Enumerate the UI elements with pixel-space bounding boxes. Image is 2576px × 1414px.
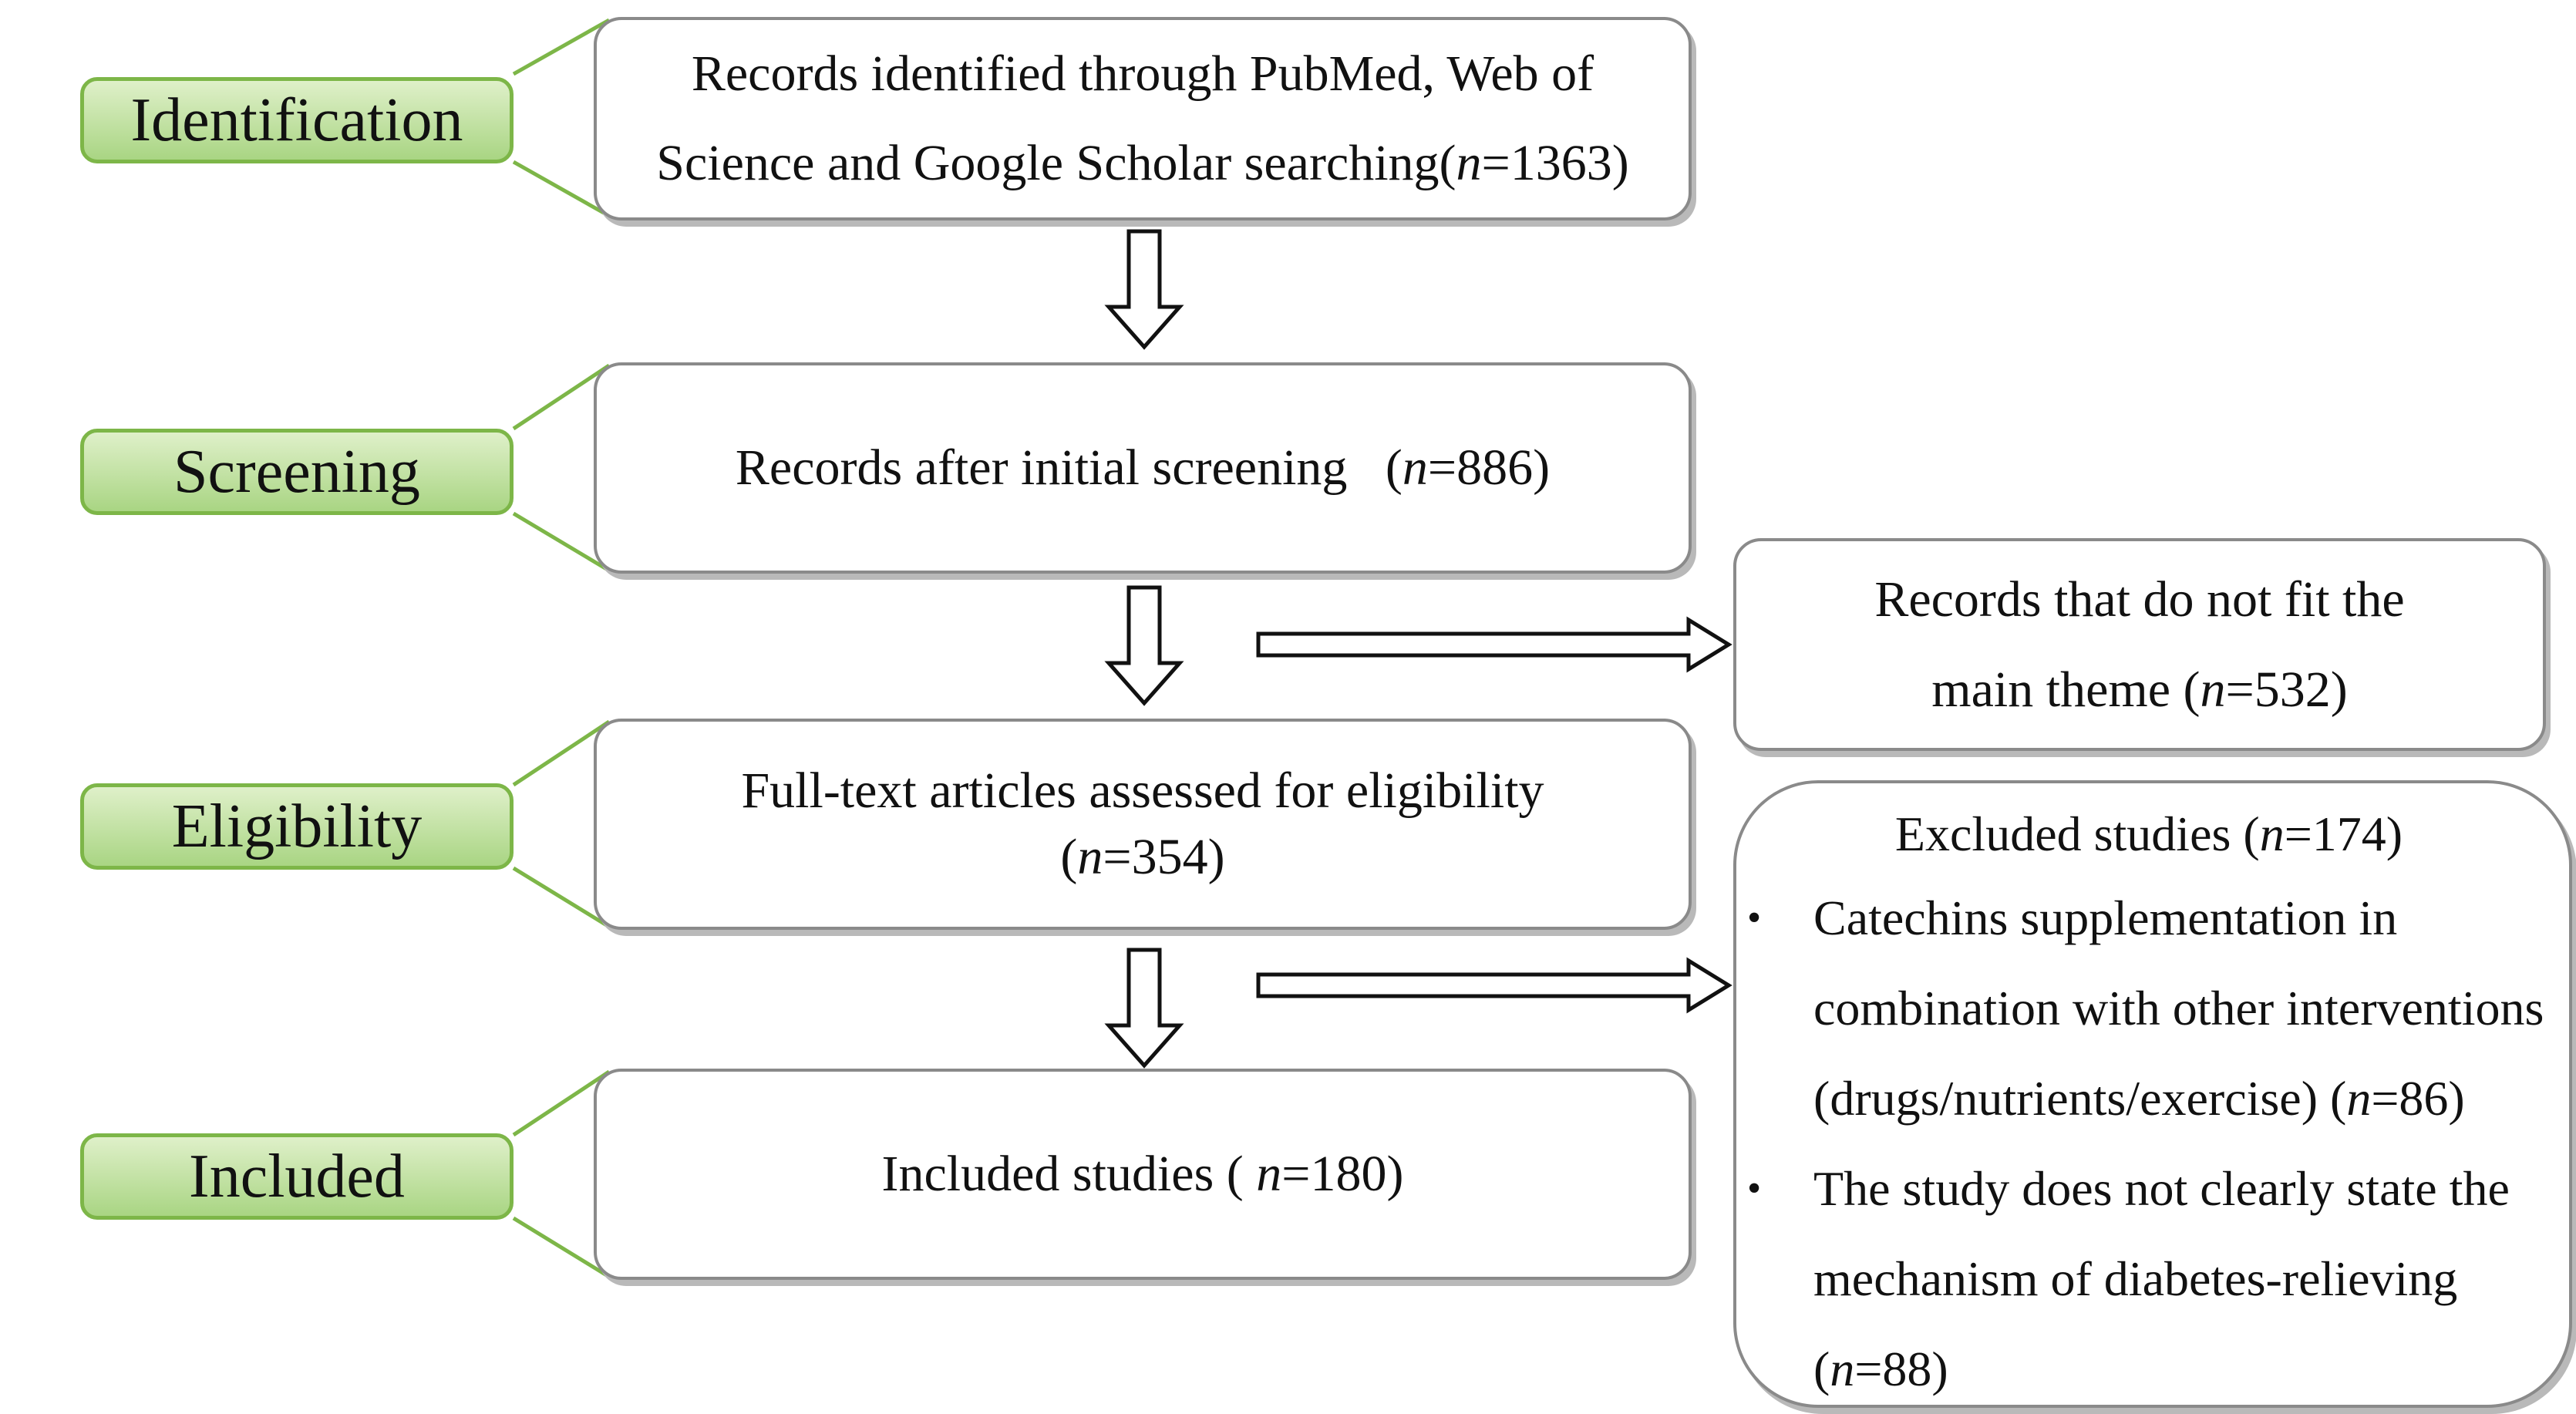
n-symbol: n [1256, 1146, 1282, 1202]
not-fit-line-2: main theme (n=532) [1931, 645, 2347, 735]
stage-identification: Identification [80, 77, 514, 163]
identified-source-text: Science and Google Scholar searching( [656, 135, 1456, 191]
connector-screening-bottom [512, 511, 611, 573]
n-symbol: n [1402, 439, 1428, 496]
n-symbol: n [2346, 1071, 2372, 1126]
excluded-header: Excluded studies (n=174) [1736, 796, 2561, 873]
not-fit-text: main theme ( [1931, 662, 2201, 718]
excluded-header-text: Excluded studies ( [1894, 806, 2260, 861]
n-symbol: n [2259, 806, 2285, 861]
reason-last-text: (drugs/nutrients/exercise) ( [1813, 1071, 2347, 1126]
identified-line-2: Science and Google Scholar searching(n=1… [656, 119, 1628, 208]
exclusion-reason-combination: Catechins supplementation in combination… [1736, 873, 2561, 1143]
screened-line: Records after initial screening (n=886) [736, 423, 1550, 513]
stage-included: Included [80, 1133, 514, 1220]
reason-line: Catechins supplementation in [1813, 890, 2398, 945]
excluded-header-count: =174) [2284, 806, 2403, 861]
fulltext-count: =354) [1103, 829, 1225, 885]
box-records-screened: Records after initial screening (n=886) [594, 362, 1692, 574]
box-records-not-fit: Records that do not fit the main theme (… [1733, 538, 2546, 751]
n-symbol: n [2200, 662, 2226, 718]
screened-text: Records after initial screening ( [735, 439, 1402, 496]
reason-line: combination with other interventions [1813, 981, 2544, 1035]
exclusion-reasons-list: Catechins supplementation in combination… [1736, 873, 2561, 1414]
connector-identification-top [512, 18, 611, 76]
reason-line: (drugs/nutrients/exercise) (n=86) [1813, 1053, 2561, 1143]
identified-line-1: Records identified through PubMed, Web o… [691, 45, 1594, 102]
reason-line: The study does not clearly state the [1813, 1161, 2510, 1216]
reason-count: =86) [2371, 1071, 2465, 1126]
included-count: =180) [1281, 1146, 1404, 1202]
box-included-studies: Included studies ( n=180) [594, 1069, 1692, 1280]
down-arrow-1 [1104, 229, 1184, 350]
n-symbol: n [1077, 829, 1103, 885]
fulltext-line-2: (n=354) [1060, 824, 1224, 890]
reason-last-text: ( [1813, 1342, 1830, 1396]
reason-line: mechanism of diabetes-relieving [1813, 1251, 2458, 1306]
connector-identification-bottom [512, 160, 611, 218]
right-arrow-1 [1256, 616, 1732, 673]
down-arrow-2 [1104, 585, 1184, 706]
box-records-identified: Records identified through PubMed, Web o… [594, 17, 1692, 221]
stage-eligibility: Eligibility [80, 783, 514, 870]
connector-eligibility-bottom [512, 866, 611, 929]
connector-eligibility-top [512, 719, 611, 787]
connector-included-top [512, 1069, 611, 1137]
connector-included-bottom [512, 1216, 611, 1279]
connector-screening-top [512, 363, 611, 431]
reason-count: =88) [1854, 1342, 1948, 1396]
n-symbol: n [1456, 135, 1482, 191]
screened-count: =886) [1427, 439, 1551, 496]
exclusion-reason-mechanism: The study does not clearly state the mec… [1736, 1143, 2561, 1414]
fulltext-line-1: Full-text articles assessed for eligibil… [741, 763, 1544, 819]
n-symbol: n [1830, 1342, 1855, 1396]
fulltext-open-paren: ( [1060, 829, 1078, 885]
included-text: Included studies ( [881, 1146, 1257, 1202]
right-arrow-2 [1256, 957, 1732, 1014]
included-line: Included studies ( n=180) [882, 1130, 1404, 1219]
box-fulltext-assessed: Full-text articles assessed for eligibil… [594, 719, 1692, 930]
identified-count: =1363) [1481, 135, 1629, 191]
stage-screening: Screening [80, 429, 514, 515]
down-arrow-3 [1104, 948, 1184, 1069]
not-fit-line-1: Records that do not fit the [1874, 571, 2405, 628]
reason-line: (n=88) [1813, 1324, 2561, 1414]
box-excluded-studies: Excluded studies (n=174) Catechins suppl… [1733, 780, 2572, 1408]
not-fit-count: =532) [2225, 662, 2348, 718]
